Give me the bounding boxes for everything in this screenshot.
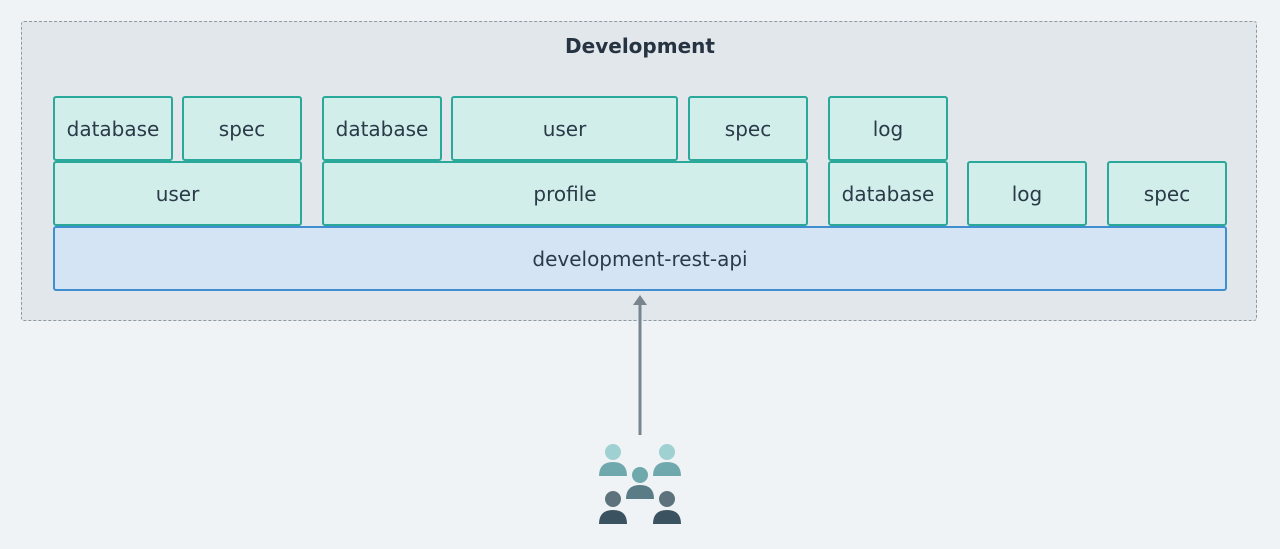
environment-title: Development (565, 34, 715, 58)
brick-user-1: user (53, 161, 302, 226)
base-layer-development-rest-api: development-rest-api (53, 226, 1227, 291)
brick-log-2: log (967, 161, 1087, 226)
brick-spec-1: spec (182, 96, 302, 161)
request-arrow (633, 295, 647, 435)
brick-log-1: log (828, 96, 948, 161)
brick-database-2: database (322, 96, 442, 161)
users-group-icon (599, 444, 681, 524)
brick-spec-2: spec (688, 96, 808, 161)
brick-spec-3: spec (1107, 161, 1227, 226)
brick-user-2: user (451, 96, 678, 161)
brick-database-1: database (53, 96, 173, 161)
brick-database-3: database (828, 161, 948, 226)
brick-profile: profile (322, 161, 808, 226)
